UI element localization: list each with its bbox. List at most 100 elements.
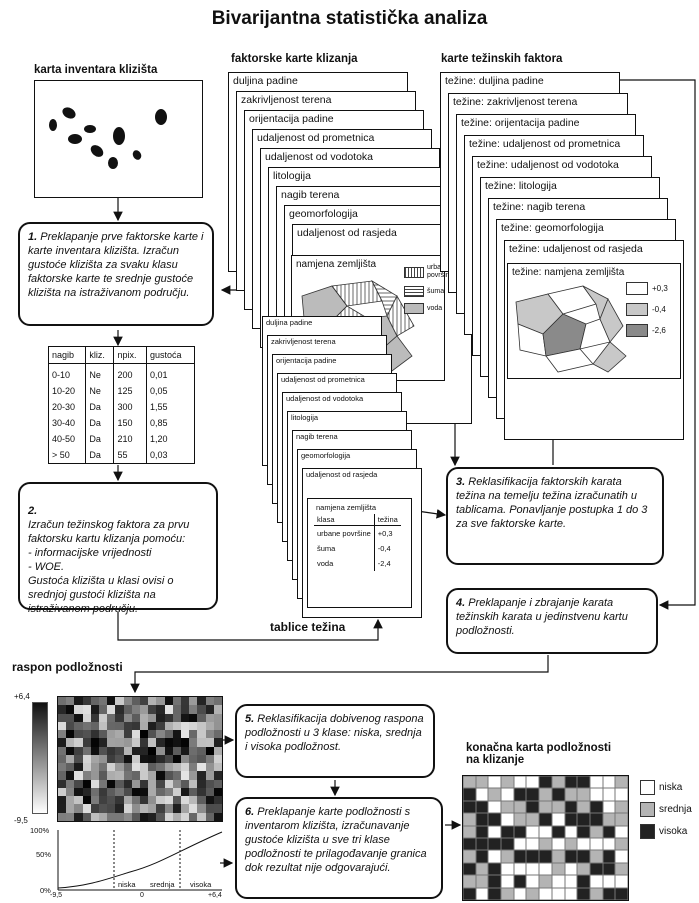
x-tick-zero: 0 [140, 892, 144, 899]
final-cell [501, 788, 514, 801]
final-cell [488, 788, 502, 801]
final-cell [589, 800, 603, 814]
final-cell [564, 813, 578, 826]
range-cell [107, 705, 116, 714]
range-cell [181, 787, 190, 797]
range-cell [140, 730, 149, 739]
range-cell [197, 771, 206, 780]
weight-legend-item: -2,6 [626, 324, 668, 337]
final-cell [539, 813, 552, 826]
final-cell [615, 862, 628, 876]
range-cell [172, 746, 181, 755]
final-cell [615, 800, 628, 814]
step-6-number: 6. [245, 806, 255, 818]
range-cell [99, 754, 108, 764]
range-cell [131, 754, 140, 764]
range-cell [156, 721, 165, 731]
final-cell [526, 776, 540, 789]
range-cell [90, 697, 99, 706]
final-cell [564, 825, 578, 838]
range-cell [164, 763, 173, 772]
range-cell [74, 771, 83, 780]
range-cell [58, 812, 67, 821]
range-cell [205, 804, 214, 813]
range-cell [140, 812, 149, 821]
range-cell [148, 771, 157, 780]
range-cell [90, 721, 99, 731]
range-cell [172, 705, 181, 714]
range-cell [205, 754, 214, 764]
final-cell [589, 813, 603, 826]
legend-label: visoka [659, 826, 688, 837]
landuse-legend-item: urbane površine [404, 264, 453, 280]
final-cell [513, 813, 527, 826]
range-cell [90, 787, 99, 797]
x-tick-max: +6,4 [208, 892, 222, 899]
range-cell [197, 721, 206, 731]
final-cell [501, 813, 514, 826]
range-cell [197, 779, 206, 788]
range-cell [181, 763, 190, 772]
legend-swatch [626, 303, 648, 316]
range-cell [140, 804, 149, 813]
range-cell [107, 754, 116, 764]
final-cell [513, 862, 527, 876]
range-max: +6,4 [14, 692, 30, 701]
range-cell [115, 705, 124, 714]
step-1-number: 1. [28, 231, 38, 243]
range-cell [131, 738, 140, 747]
final-cell [488, 875, 502, 888]
range-min: -9,5 [14, 816, 28, 825]
range-cell [74, 787, 83, 797]
range-cell [99, 796, 108, 805]
final-cell [615, 838, 628, 851]
range-cell [115, 796, 124, 805]
final-cell [564, 875, 578, 888]
range-cell [148, 796, 157, 805]
range-cell [123, 738, 132, 747]
final-cell [526, 800, 540, 814]
range-cell [107, 697, 116, 706]
class-niska: niska [118, 880, 136, 889]
range-cell [164, 713, 173, 722]
range-cell [66, 713, 75, 722]
range-cell [172, 754, 181, 764]
range-cell [148, 721, 157, 731]
final-cell [513, 800, 527, 814]
range-cell [131, 730, 140, 739]
final-cell [589, 887, 603, 900]
final-cell [475, 776, 489, 789]
range-cell [107, 738, 116, 747]
final-cell [488, 862, 502, 876]
range-cell [140, 787, 149, 797]
final-cell [551, 850, 565, 863]
factor-maps-label: faktorske karte klizanja [231, 53, 358, 65]
range-cell [82, 787, 91, 797]
range-cell [181, 779, 190, 788]
range-cell [148, 754, 157, 764]
table-cell: 1,55 [145, 399, 194, 415]
range-cell [115, 804, 124, 813]
range-cell [197, 730, 206, 739]
final-cell [615, 776, 628, 789]
table-cell: 30-40 [52, 418, 76, 428]
legend-swatch [626, 282, 648, 295]
range-cell [205, 746, 214, 755]
range-cell [58, 713, 67, 722]
final-cell [526, 788, 540, 801]
final-cell [564, 776, 578, 789]
table-cell: voda [317, 559, 334, 568]
range-cell [213, 796, 222, 805]
range-cell [90, 779, 99, 788]
range-cell [172, 796, 181, 805]
final-cell [513, 825, 527, 838]
range-cell [66, 730, 75, 739]
table-cell: 0-10 [52, 370, 71, 380]
final-cell [488, 850, 502, 863]
range-cell [140, 763, 149, 772]
range-cell [197, 697, 206, 706]
range-cell [213, 705, 222, 714]
